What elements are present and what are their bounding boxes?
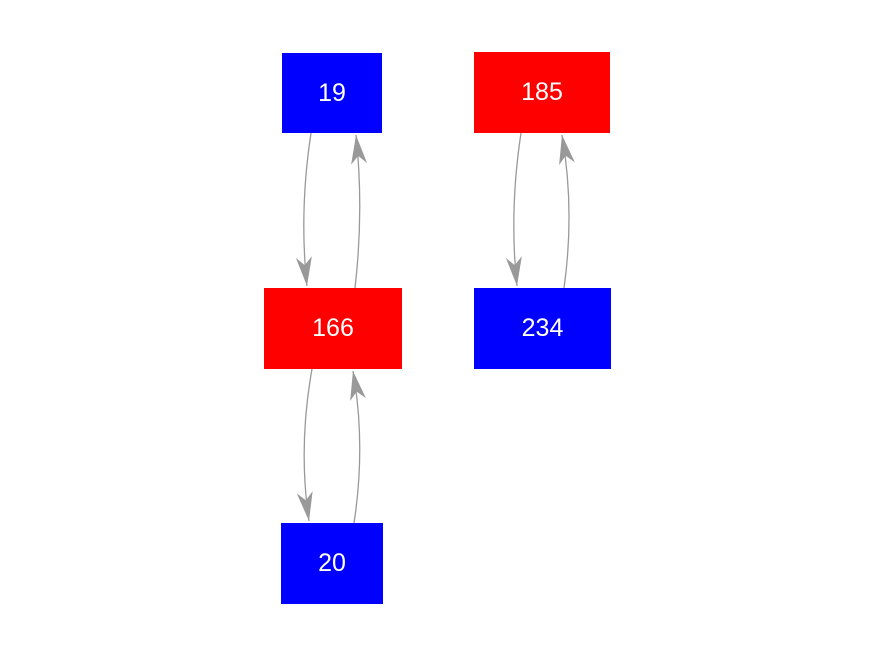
edge-20-to-166 <box>350 370 366 524</box>
node-185: 185 <box>474 52 610 133</box>
node-19: 19 <box>282 53 382 133</box>
node-20: 20 <box>281 523 383 604</box>
node-label: 185 <box>521 78 563 106</box>
node-label: 166 <box>312 314 354 342</box>
edge-185-to-234 <box>505 132 522 287</box>
edge-166-to-20 <box>296 368 313 522</box>
node-label: 20 <box>318 549 346 577</box>
edge-234-to-185 <box>559 134 575 289</box>
node-166: 166 <box>264 288 402 369</box>
edge-19-to-166 <box>295 132 312 287</box>
node-label: 19 <box>318 78 346 107</box>
node-label: 234 <box>521 314 564 342</box>
edge-166-to-19 <box>351 134 368 289</box>
node-234: 234 <box>474 288 611 369</box>
